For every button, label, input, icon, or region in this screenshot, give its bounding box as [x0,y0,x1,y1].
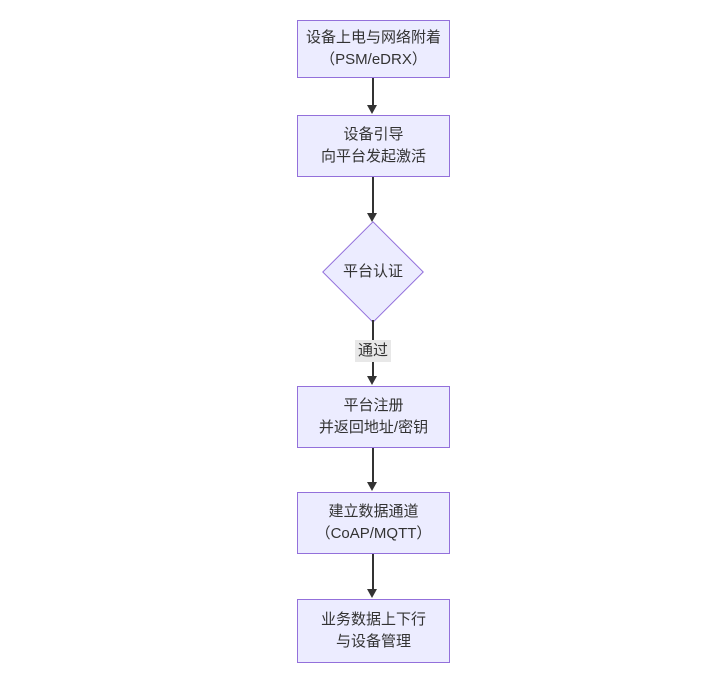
node-text-line: 设备上电与网络附着 [305,29,441,46]
node-text-line: 平台注册 [343,397,404,414]
node-business-data: 业务数据上下行 与设备管理 [297,599,450,663]
node-text-line: 平台认证 [342,263,403,280]
edge-channel-to-business [372,554,374,590]
node-text-line: 并返回地址/密钥 [318,419,429,436]
arrowhead-icon [367,213,377,222]
edge-bootstrap-to-auth [372,177,374,214]
node-device-power-attach: 设备上电与网络附着 （PSM/eDRX） [297,20,450,78]
node-data-channel: 建立数据通道 （CoAP/MQTT） [297,492,450,554]
node-text-line: 建立数据通道 [328,503,419,520]
edge-label-pass: 通过 [354,340,392,362]
node-text-line: 与设备管理 [335,633,411,650]
arrowhead-icon [367,105,377,114]
arrowhead-icon [367,482,377,491]
node-text-line: （CoAP/MQTT） [315,525,432,542]
node-text-line: （PSM/eDRX） [320,51,427,68]
arrowhead-icon [367,589,377,598]
node-text-line: 向平台发起激活 [320,148,426,165]
node-text-line: 业务数据上下行 [320,611,426,628]
node-device-bootstrap: 设备引导 向平台发起激活 [297,115,450,177]
arrowhead-icon [367,376,377,385]
node-platform-register: 平台注册 并返回地址/密钥 [297,386,450,448]
edge-register-to-channel [372,448,374,483]
node-text-line: 设备引导 [343,126,404,143]
edge-attach-to-bootstrap [372,78,374,106]
